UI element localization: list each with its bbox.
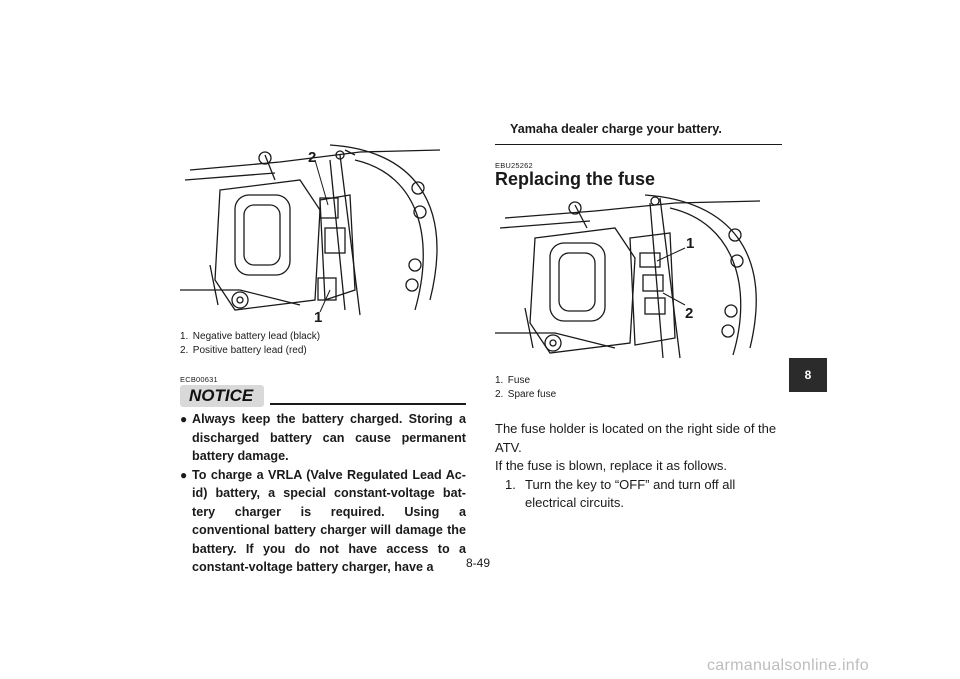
bullet-dot-icon: ● [180, 467, 188, 482]
step-item: 1. Turn the key to “OFF” and turn off al… [495, 476, 785, 513]
caption-row: 1. Negative battery lead (black) [180, 330, 320, 344]
caption-number: 1. [180, 331, 189, 342]
paragraph: The fuse holder is located on the right … [495, 421, 777, 455]
bullet-item: ● To charge a VRLA (Valve Regulated Lead… [180, 466, 466, 577]
section-code: EBU25262 [495, 161, 533, 170]
caption-text: Spare fuse [507, 389, 557, 400]
body-text: The fuse holder is located on the right … [495, 420, 785, 513]
caption-row: 2. Positive battery lead (red) [180, 344, 320, 358]
caption-text: Positive battery lead (red) [192, 345, 307, 356]
paragraph: If the fuse is blown, replace it as foll… [495, 458, 727, 473]
callout-1: 1 [314, 309, 322, 325]
caption-row: 1. Fuse [495, 374, 556, 388]
battery-leads-illustration: 2 1 [180, 144, 441, 325]
notice-bullets: ● Always keep the battery charged. Stori… [180, 410, 466, 577]
page-number: 8-49 [466, 556, 491, 570]
notice-code: ECB00631 [180, 375, 218, 384]
step-text: Turn the key to “OFF” and turn off all e… [525, 476, 736, 511]
fuse-holder-illustration: 1 2 [495, 194, 761, 359]
callout-1: 1 [686, 235, 694, 252]
bullet-text: Always keep the battery charged. Storing… [192, 412, 466, 463]
chapter-tab: 8 [789, 358, 827, 392]
heading-rule [495, 144, 782, 145]
caption-number: 2. [180, 345, 189, 356]
callout-2: 2 [308, 149, 316, 166]
caption-number: 2. [495, 389, 504, 400]
caption-row: 2. Spare fuse [495, 388, 556, 402]
right-figure-captions: 1. Fuse 2. Spare fuse [495, 374, 556, 402]
caption-number: 1. [495, 375, 504, 386]
left-figure-captions: 1. Negative battery lead (black) 2. Posi… [180, 330, 320, 358]
section-title: Replacing the fuse [495, 169, 656, 189]
continued-heading: Yamaha dealer charge your battery. [510, 122, 722, 136]
watermark: carmanualsonline.info [707, 657, 869, 674]
bullet-dot-icon: ● [180, 412, 188, 426]
bullet-item: ● Always keep the battery charged. Stori… [180, 410, 466, 466]
notice-rule [270, 403, 466, 405]
bullet-text: To charge a VRLA (Valve Regulated Lead A… [192, 467, 466, 575]
callout-2: 2 [685, 305, 693, 322]
caption-text: Fuse [507, 375, 531, 386]
caption-text: Negative battery lead (black) [192, 331, 321, 342]
step-number: 1. [505, 476, 516, 492]
notice-badge: NOTICE [180, 385, 264, 407]
